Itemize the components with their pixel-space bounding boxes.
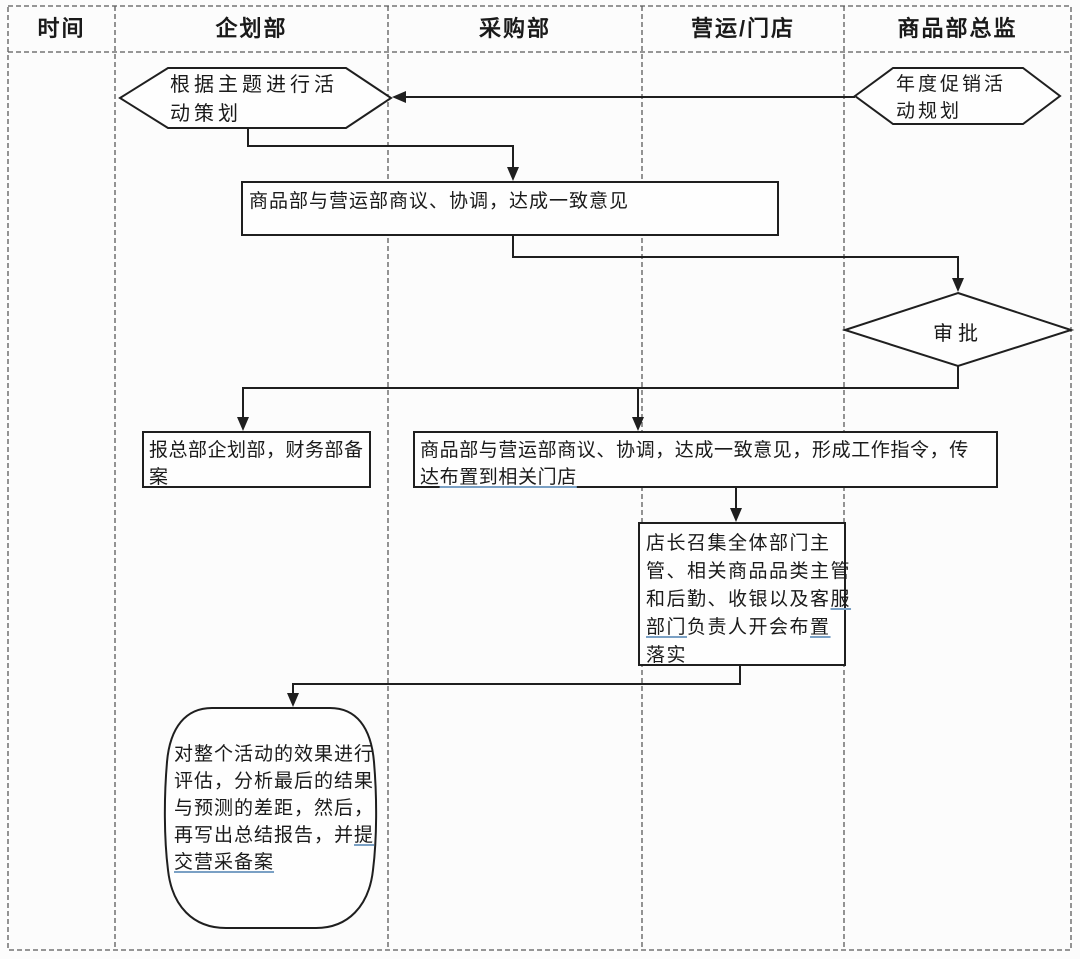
node-text-approval: 审批 xyxy=(933,323,983,345)
connectors xyxy=(237,91,964,707)
lane-header-purchasing-dept: 采购部 xyxy=(478,16,551,41)
node-text-theme-planning: 根据主题进行活动策划 xyxy=(170,74,338,125)
lane-header-planning-dept: 企划部 xyxy=(215,16,288,41)
rounded-evaluation xyxy=(163,707,378,929)
connector-store-to-evaluation xyxy=(292,665,741,698)
outer-border xyxy=(7,5,1072,951)
diamond-approval xyxy=(841,291,1075,368)
node-text-consult-agree: 商品部与营运部商议、协调，达成一致意见 xyxy=(249,191,630,212)
arrowhead-down-icon xyxy=(730,508,742,522)
lane-header-merchandise-director: 商品部总监 xyxy=(897,16,1018,41)
node-text-filing: 报总部企划部，财务部备案 xyxy=(149,440,364,488)
arrowhead-down-icon xyxy=(507,167,519,181)
arrowhead-down-icon xyxy=(287,693,299,707)
arrowhead-left-icon xyxy=(392,91,406,103)
rect-work-directive xyxy=(413,431,998,488)
node-shapes xyxy=(118,67,1075,929)
node-text-evaluation: 对整个活动的效果进行评估，分析最后的结果与预测的差距，然后，再写出总结报告，并提… xyxy=(174,744,375,873)
connector-consult-to-approval xyxy=(512,235,959,283)
lane-header-time: 时间 xyxy=(37,16,86,41)
hexagon-theme-planning xyxy=(118,67,393,129)
arrowhead-down-icon xyxy=(952,278,964,292)
node-text-store-meeting: 店长召集全体部门主管、相关商品品类主管和后勤、收银以及客服部门负责人开会布置落实 xyxy=(646,533,852,666)
rect-store-meeting xyxy=(638,522,846,666)
arrowhead-down-icon xyxy=(632,417,644,431)
node-text-work-directive: 商品部与营运部商议、协调，达成一致意见，形成工作指令，传达布置到相关门店 xyxy=(420,440,969,488)
lane-header-operations-stores: 营运/门店 xyxy=(690,16,796,41)
arrowhead-down-icon xyxy=(237,417,249,431)
connector-theme-to-consult xyxy=(247,128,514,172)
hexagon-annual-promo xyxy=(853,67,1062,125)
rect-filing xyxy=(142,431,371,488)
node-text-annual-promo: 年度促销活动规划 xyxy=(896,74,1007,122)
rect-consult-agree xyxy=(241,181,779,236)
connector-approval-to-filing xyxy=(242,366,959,422)
